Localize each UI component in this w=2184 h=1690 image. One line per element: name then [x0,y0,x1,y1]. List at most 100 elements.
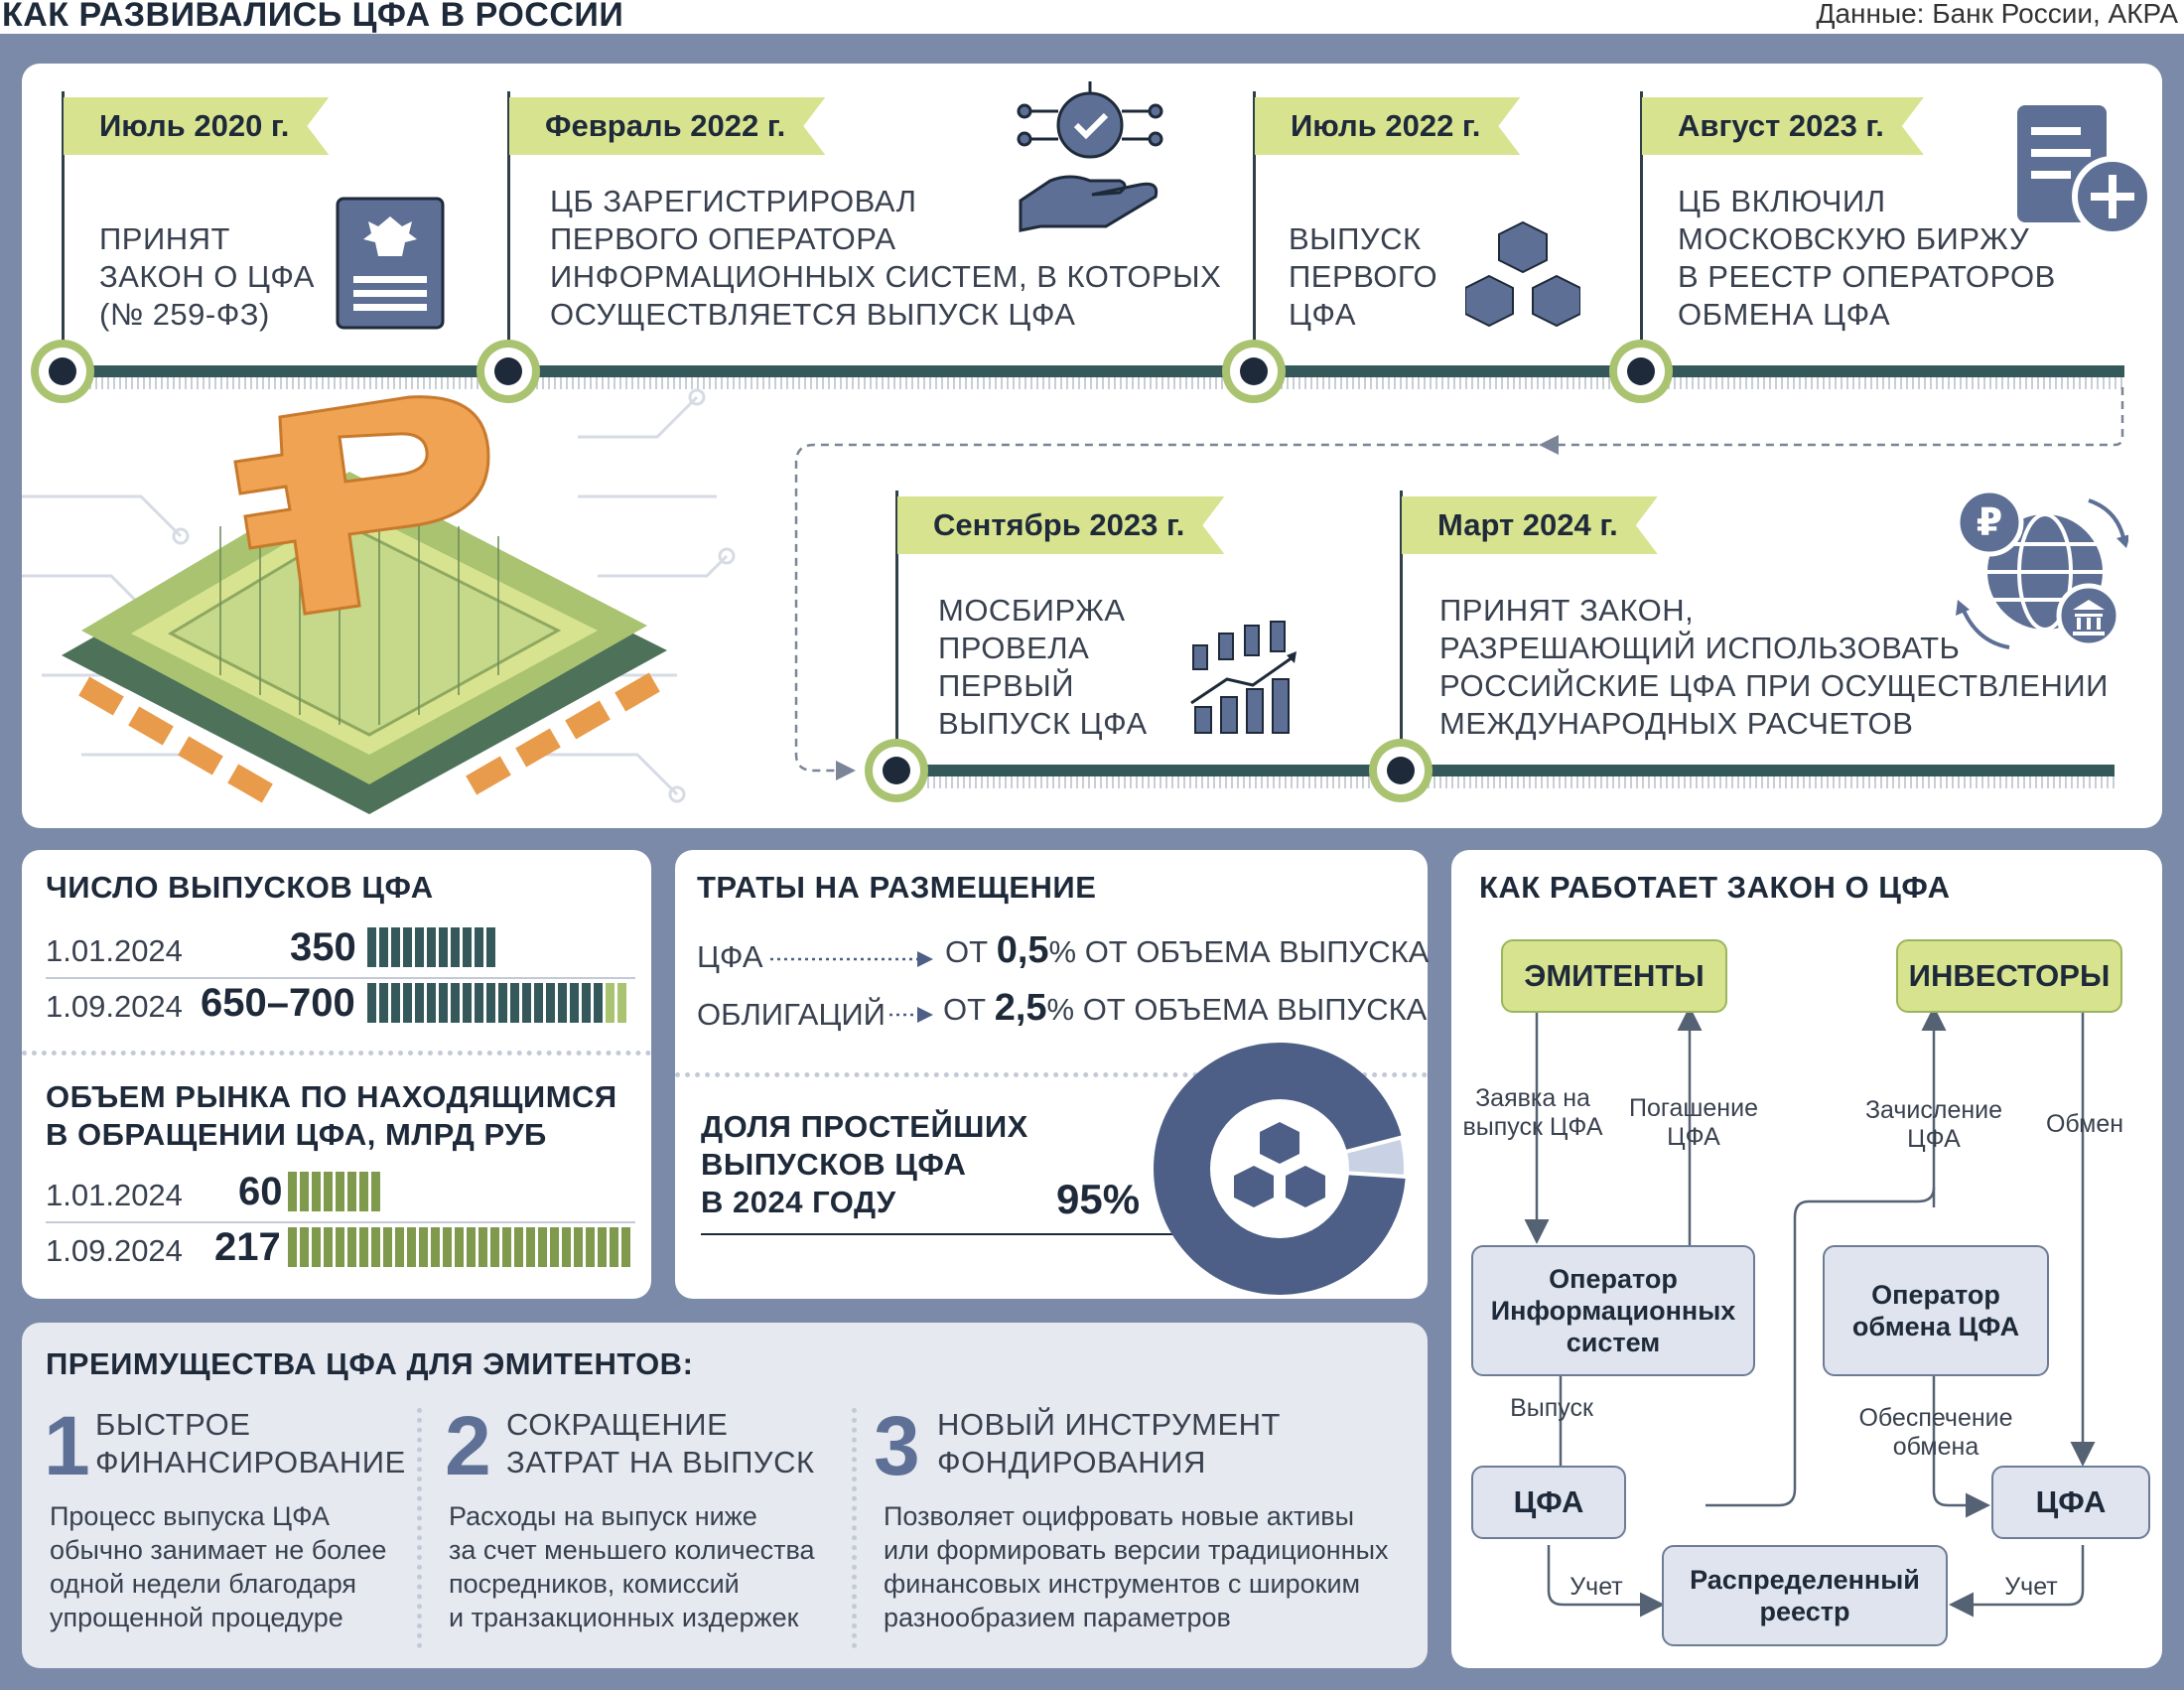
costs-arrow [770,951,933,967]
bar-stripe [359,1227,368,1267]
candlestick-chart-icon [1190,621,1297,734]
label-account-left: Учет [1570,1573,1623,1601]
bar-stripe [347,1172,356,1211]
emitents-box: ЭМИТЕНТЫ [1501,939,1727,1013]
issues-volume-panel [22,850,651,1299]
distributed-registry-box: Распределенный реестр [1662,1545,1948,1646]
bar-stripe [606,983,614,1023]
bar-stripe [407,1227,416,1267]
milestone-date: Сентябрь 2023 г. [897,496,1224,554]
bar-stripe [391,927,400,967]
column-divider [852,1408,857,1648]
bar-stripe [451,983,460,1023]
advantage-number: 1 [44,1399,90,1492]
label-support: Обеспечение обмена [1858,1404,2013,1461]
ruble-chip-illustration [22,388,736,814]
bar-stripe [288,1227,297,1267]
stem [1253,91,1256,369]
timeline-hatch-1 [60,377,2124,389]
timeline-connector [794,387,2124,780]
label-exchange: Обмен [2045,1110,2124,1138]
header: КАК РАЗВИВАЛИСЬ ЦФА В РОССИИ Данные: Бан… [0,0,2184,34]
bar-stripe [336,1227,344,1267]
investors-box: ИНВЕСТОРЫ [1896,939,2122,1013]
bar-stripe [312,1172,321,1211]
milestone-date: Июль 2022 г. [1255,97,1520,155]
operator-exchange-box: Оператор обмена ЦФА [1823,1245,2049,1376]
bar-stripe [415,927,424,967]
bar-stripe [383,1227,392,1267]
bar-stripe [586,1227,595,1267]
stem [1640,91,1643,369]
bar-stripe [467,1227,476,1267]
svg-text:₽: ₽ [1977,500,2002,544]
costs-arrow [889,1007,933,1023]
bar-stripe [439,927,448,967]
stem [895,491,898,769]
section-separator [22,1051,651,1056]
milestone-dot [1609,340,1673,403]
timeline-line-1 [60,365,2124,377]
bar-stripe [288,1172,297,1211]
advantages-title: ПРЕИМУЩЕСТВА ЦФА ДЛЯ ЭМИТЕНТОВ: [46,1346,694,1381]
bar-stripe [379,927,388,967]
stem [62,91,65,369]
section-separator [675,1072,1428,1077]
milestone-dot [477,340,540,403]
bar-stripe [522,983,531,1023]
label-redeem: Погашение ЦФА [1629,1094,1758,1151]
cfa-right-box: ЦФА [1991,1466,2150,1539]
volume-bar [288,1172,633,1211]
issues-date: 1.09.2024 [46,989,183,1024]
bar-stripe [486,983,495,1023]
bar-stripe [367,983,376,1023]
bar-stripe [486,927,495,967]
milestone-dot [865,739,928,802]
bar-stripe [498,983,507,1023]
bar-stripe [367,927,376,967]
bar-stripe [451,927,460,967]
milestone-dot [1222,340,1286,403]
flow-title: КАК РАБОТАЕТ ЗАКОН О ЦФА [1479,870,1951,905]
milestone-date: Июль 2020 г. [64,97,329,155]
bar-stripe [550,1227,559,1267]
bar-stripe [359,1172,368,1211]
hand-chip-check-icon [1017,81,1163,232]
bar-stripe [475,927,483,967]
bar-stripe [379,983,388,1023]
volume-value: 217 [214,1225,281,1269]
bar-stripe [371,1227,380,1267]
issues-bar [367,983,633,1023]
bar-stripe [502,1227,511,1267]
page-title: КАК РАЗВИВАЛИСЬ ЦФА В РОССИИ [2,0,624,34]
bar-stripe [558,983,567,1023]
bar-stripe [617,983,626,1023]
volume-bar [288,1227,633,1267]
document-emblem-icon [336,197,445,330]
bar-stripe [415,983,424,1023]
bar-stripe [463,927,472,967]
bar-stripe [336,1172,344,1211]
bar-stripe [403,983,412,1023]
bar-stripe [570,983,579,1023]
advantage-number: 3 [874,1399,920,1492]
bar-stripe [324,1172,333,1211]
label-account-right: Учет [2004,1573,2058,1601]
bar-stripe [514,1227,523,1267]
bar-stripe [403,927,412,967]
volume-value: 60 [238,1170,283,1213]
column-divider [417,1408,422,1648]
bar-stripe [538,1227,547,1267]
bar-stripe [300,1227,309,1267]
bar-stripe [526,1227,535,1267]
document-plus-icon [2017,105,2153,237]
flow-connectors [1524,1006,2096,1618]
bar-stripe [534,983,543,1023]
